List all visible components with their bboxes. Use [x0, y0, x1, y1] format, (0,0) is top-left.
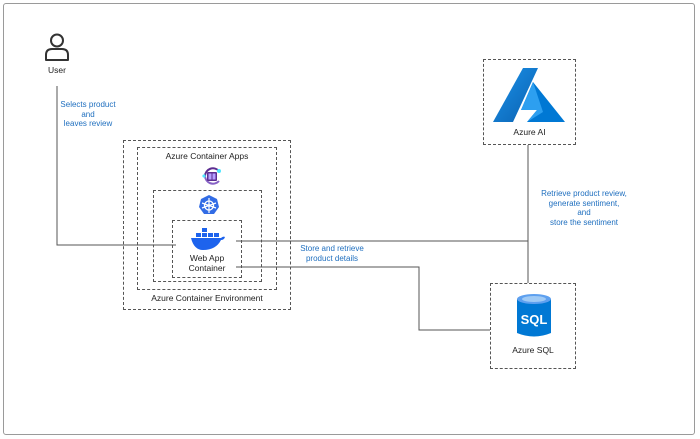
azure-sql-box — [490, 283, 576, 369]
note-line: and — [577, 208, 591, 218]
note-line: store the sentiment — [549, 217, 619, 227]
docker-icon — [191, 228, 225, 250]
note-line: generate sentiment, — [548, 198, 620, 208]
azure-container-apps-icon — [202, 167, 221, 185]
container-environment-label: Azure Container Environment — [151, 293, 263, 303]
user-label: User — [48, 65, 66, 75]
kubernetes-box — [153, 190, 262, 282]
webapp-label-line: Container — [188, 262, 226, 273]
azure-container-apps-box — [137, 147, 277, 290]
webapp-to-sql-connector — [236, 266, 490, 331]
webapp-label-line: Web App — [189, 253, 225, 263]
user-to-webapp-connector — [56, 86, 176, 246]
web-app-container-label: Web App Container — [174, 253, 240, 274]
user-icon — [45, 33, 69, 61]
container-apps-label: Azure Container Apps — [165, 151, 249, 161]
note-line: product details — [305, 253, 359, 263]
diagram-frame — [3, 3, 695, 435]
note-line: leaves review — [63, 119, 113, 129]
note-line: and — [81, 109, 95, 119]
note-line: Retrieve product review, — [541, 189, 627, 198]
web-app-container-box — [172, 220, 242, 278]
kubernetes-icon — [199, 195, 219, 214]
azure-ai-box — [483, 59, 576, 145]
azure-sql-label: Azure SQL — [512, 345, 554, 355]
azure-ai-icon — [493, 68, 565, 122]
store-retrieve-note: Store and retrieve product details — [282, 244, 382, 263]
ai-flow-note: Retrieve product review, generate sentim… — [532, 189, 636, 227]
azure-container-environment-box — [123, 140, 291, 310]
note-line: Store and retrieve — [300, 244, 364, 253]
sql-database-icon: SQL — [517, 294, 551, 337]
note-line: Selects product — [60, 100, 116, 109]
user-action-note: Selects product and leaves review — [50, 100, 126, 129]
sql-logo-text: SQL — [521, 312, 548, 327]
azure-ai-label: Azure AI — [513, 127, 546, 137]
